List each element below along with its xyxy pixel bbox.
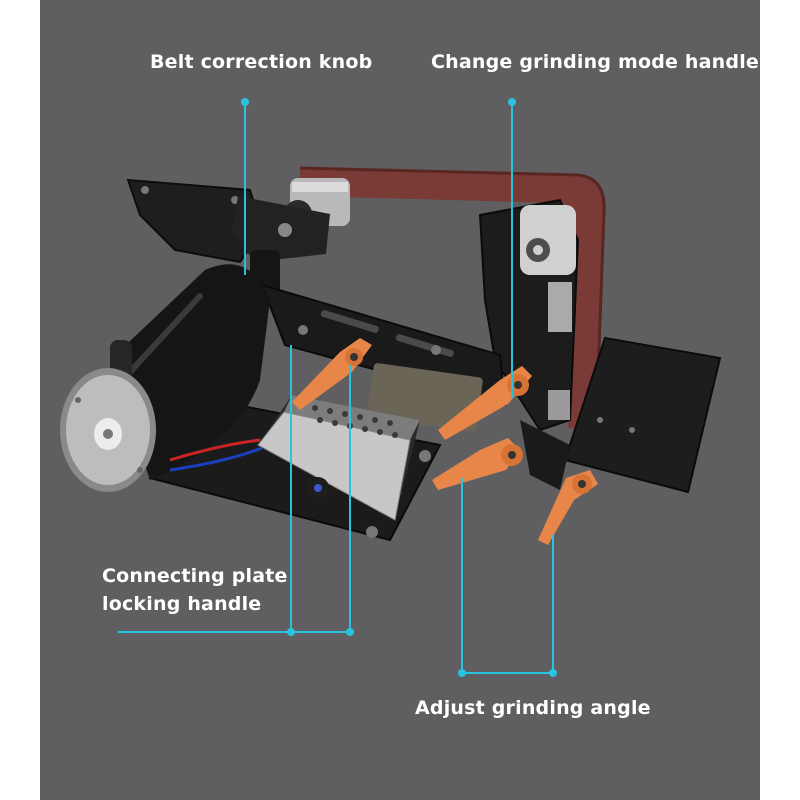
frame-bracket — [126, 178, 264, 264]
connecting-label-line2: locking handle — [102, 593, 262, 615]
platen-plate — [478, 198, 580, 432]
connecting-label-line1: Connecting plate — [102, 565, 288, 587]
motor — [60, 264, 270, 492]
belt-strip — [367, 363, 483, 432]
tool-rest-table — [563, 336, 722, 494]
callout-dots — [241, 98, 557, 677]
speed-controller-box — [257, 395, 420, 521]
orange-handles — [292, 338, 598, 545]
adjust-grinding-angle-label: Adjust grinding angle — [415, 697, 651, 719]
connecting-plate-locking-handle-label: Connecting plate locking handle — [102, 562, 288, 618]
belt-correction-knob-label: Belt correction knob — [150, 51, 373, 73]
angle-bracket — [520, 420, 570, 490]
change-grinding-mode-handle-label: Change grinding mode handle — [431, 51, 760, 73]
callout-lines — [118, 102, 554, 674]
